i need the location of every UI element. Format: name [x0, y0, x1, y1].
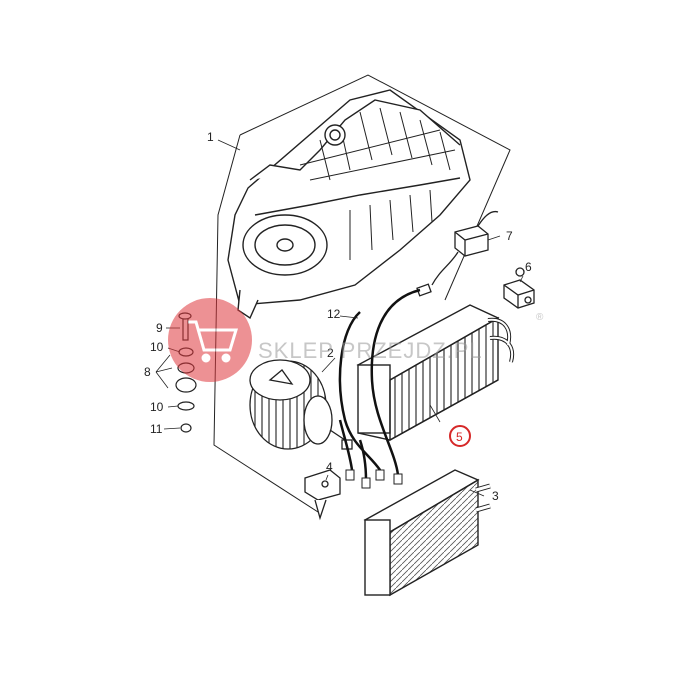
callout-7: 7	[506, 229, 513, 243]
callout-1: 1	[207, 130, 214, 144]
callout-8: 8	[144, 365, 151, 379]
blower-resistor	[304, 469, 341, 521]
callout-11: 11	[150, 422, 163, 436]
callout-9: 9	[156, 321, 163, 335]
callout-10-lower: 10	[150, 400, 164, 414]
highlight-ring	[449, 425, 471, 447]
shopping-cart-icon	[188, 320, 239, 363]
watermark-text: SKLEP PRZEJDZ.PL	[258, 338, 483, 363]
callout-3: 3	[492, 489, 499, 503]
callout-10-upper: 10	[150, 340, 164, 354]
callout-4: 4	[326, 460, 333, 474]
callout-12: 12	[327, 307, 341, 321]
callout-2: 2	[327, 346, 334, 360]
watermark: SKLEP PRZEJDZ.PL ®	[168, 298, 544, 382]
wiring-harness	[338, 288, 421, 481]
heater-core	[363, 469, 491, 597]
heater-housing	[227, 89, 471, 320]
relay-module	[416, 210, 499, 297]
expansion-valve	[503, 267, 535, 309]
registered-mark: ®	[536, 312, 544, 323]
callout-6: 6	[525, 260, 532, 274]
blower-motor	[249, 359, 353, 450]
callout-5: 5	[456, 430, 463, 444]
wiring-connectors	[345, 469, 403, 489]
